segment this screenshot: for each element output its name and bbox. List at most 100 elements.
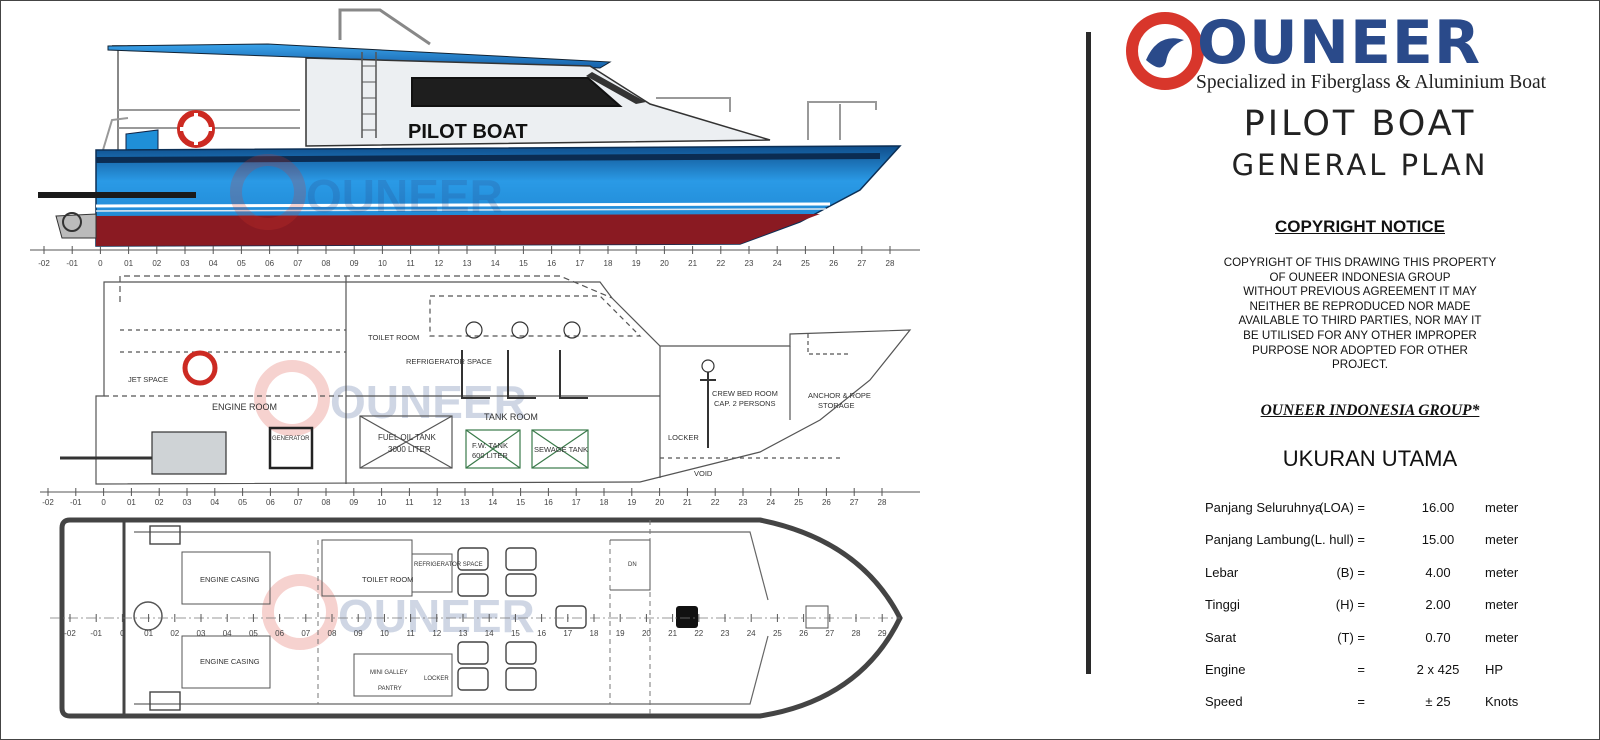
svg-text:SEWAGE TANK: SEWAGE TANK — [534, 445, 588, 454]
sheet-title-line1: PILOT BOAT — [1243, 104, 1477, 144]
ruler-label: 02 — [152, 259, 161, 268]
copyright-line: AVAILABLE TO THIRD PARTIES, NOR MAY IT — [1238, 314, 1482, 328]
svg-text:ANCHOR & ROPE: ANCHOR & ROPE — [808, 391, 871, 400]
brand-tagline: Specialized in Fiberglass & Aluminium Bo… — [1196, 72, 1547, 93]
ruler-label: 06 — [265, 259, 274, 268]
ruler-label: 03 — [197, 629, 206, 638]
ruler-label: 12 — [433, 498, 442, 507]
ruler-label: 05 — [238, 498, 247, 507]
watermark-logo: OUNEER OUNEER OUNEER — [230, 154, 535, 650]
ruler-label: 11 — [406, 629, 415, 638]
svg-text:JET SPACE: JET SPACE — [128, 375, 168, 384]
ruler-label: 13 — [461, 498, 470, 507]
ruler-label: 11 — [405, 498, 414, 507]
ruler-label: 01 — [127, 498, 136, 507]
ruler-label: 07 — [301, 629, 310, 638]
ruler-label: 26 — [799, 629, 808, 638]
ruler-label: 15 — [511, 629, 520, 638]
ruler-label: 02 — [170, 629, 179, 638]
ruler-label: 04 — [209, 259, 218, 268]
ruler-label: 18 — [590, 629, 599, 638]
svg-text:REFRIGERATOR SPACE: REFRIGERATOR SPACE — [414, 562, 483, 568]
ruler-label: 04 — [223, 629, 232, 638]
svg-text:TANK ROOM: TANK ROOM — [484, 412, 538, 422]
svg-text:MINI GALLEY: MINI GALLEY — [370, 670, 408, 676]
ruler-label: 13 — [459, 629, 468, 638]
ruler-label: 08 — [322, 259, 331, 268]
svg-text:CREW BED ROOM: CREW BED ROOM — [712, 389, 778, 398]
ruler-label: 12 — [434, 259, 443, 268]
ruler-label: 29 — [878, 629, 887, 638]
svg-text:VOID: VOID — [694, 469, 713, 478]
ruler-label: 05 — [237, 259, 246, 268]
ruler-label: 22 — [716, 259, 725, 268]
svg-text:STORAGE: STORAGE — [818, 401, 855, 410]
copyright-line: OF OUNEER INDONESIA GROUP — [1269, 270, 1451, 284]
ruler-label: 23 — [745, 259, 754, 268]
ruler-label: -01 — [90, 629, 102, 638]
ruler-label: 21 — [688, 259, 697, 268]
copyright-line: PROJECT. — [1331, 358, 1389, 372]
ruler-label: 25 — [773, 629, 782, 638]
ruler-label: 10 — [378, 259, 387, 268]
ruler-label: 01 — [144, 629, 153, 638]
ruler-label: 09 — [349, 498, 358, 507]
ruler-label: 12 — [432, 629, 441, 638]
ruler-label: 05 — [249, 629, 258, 638]
ruler-label: -01 — [70, 498, 82, 507]
ruler-label: -02 — [38, 259, 50, 268]
ruler-label: 06 — [275, 629, 284, 638]
ruler-label: 21 — [683, 498, 692, 507]
copyright-line: COPYRIGHT OF THIS DRAWING THIS PROPERTY — [1223, 256, 1497, 269]
svg-text:ENGINE ROOM: ENGINE ROOM — [212, 402, 277, 412]
svg-text:OUNEER: OUNEER — [306, 170, 503, 222]
copyright-line: NEITHER BE REPRODUCED NOR MADE — [1249, 299, 1471, 313]
ruler-label: 20 — [655, 498, 664, 507]
ruler-label: 02 — [155, 498, 164, 507]
ruler-label: 17 — [572, 498, 581, 507]
svg-text:FUEL OIL TANK: FUEL OIL TANK — [378, 433, 436, 442]
svg-text:CAP. 2 PERSONS: CAP. 2 PERSONS — [714, 399, 776, 408]
ruler-label: 14 — [485, 629, 494, 638]
svg-text:600 LITER: 600 LITER — [472, 451, 508, 460]
ruler-label: 26 — [822, 498, 831, 507]
ruler-label: 0 — [120, 629, 125, 638]
copyright-line: BE UTILISED FOR ANY OTHER IMPROPER — [1243, 328, 1477, 342]
ruler-label: 22 — [711, 498, 720, 507]
ruler-label: 14 — [488, 498, 497, 507]
ruler-label: 19 — [632, 259, 641, 268]
ruler-label: 17 — [575, 259, 584, 268]
ruler-label: 24 — [766, 498, 775, 507]
ruler-label: 25 — [801, 259, 810, 268]
ruler-label: 09 — [354, 629, 363, 638]
ruler-label: 25 — [794, 498, 803, 507]
ruler-label: 19 — [616, 629, 625, 638]
sheet-divider — [1086, 32, 1091, 674]
ruler-label: -02 — [42, 498, 54, 507]
ruler-label: 18 — [600, 498, 609, 507]
ruler-label: 16 — [544, 498, 553, 507]
ruler-label: 15 — [519, 259, 528, 268]
svg-text:ENGINE CASING: ENGINE CASING — [200, 657, 260, 666]
ruler-label: 08 — [322, 498, 331, 507]
svg-text:GENERATOR: GENERATOR — [272, 436, 310, 442]
ruler-label: 20 — [660, 259, 669, 268]
ruler-label: 13 — [463, 259, 472, 268]
svg-text:DN: DN — [628, 562, 637, 568]
ruler-label: 08 — [328, 629, 337, 638]
svg-text:3000 LITER: 3000 LITER — [388, 445, 431, 454]
svg-text:LOCKER: LOCKER — [668, 433, 699, 442]
ruler-label: 19 — [627, 498, 636, 507]
ruler-label: 03 — [181, 259, 190, 268]
ruler-label: 27 — [857, 259, 866, 268]
ruler-label: 26 — [829, 259, 838, 268]
